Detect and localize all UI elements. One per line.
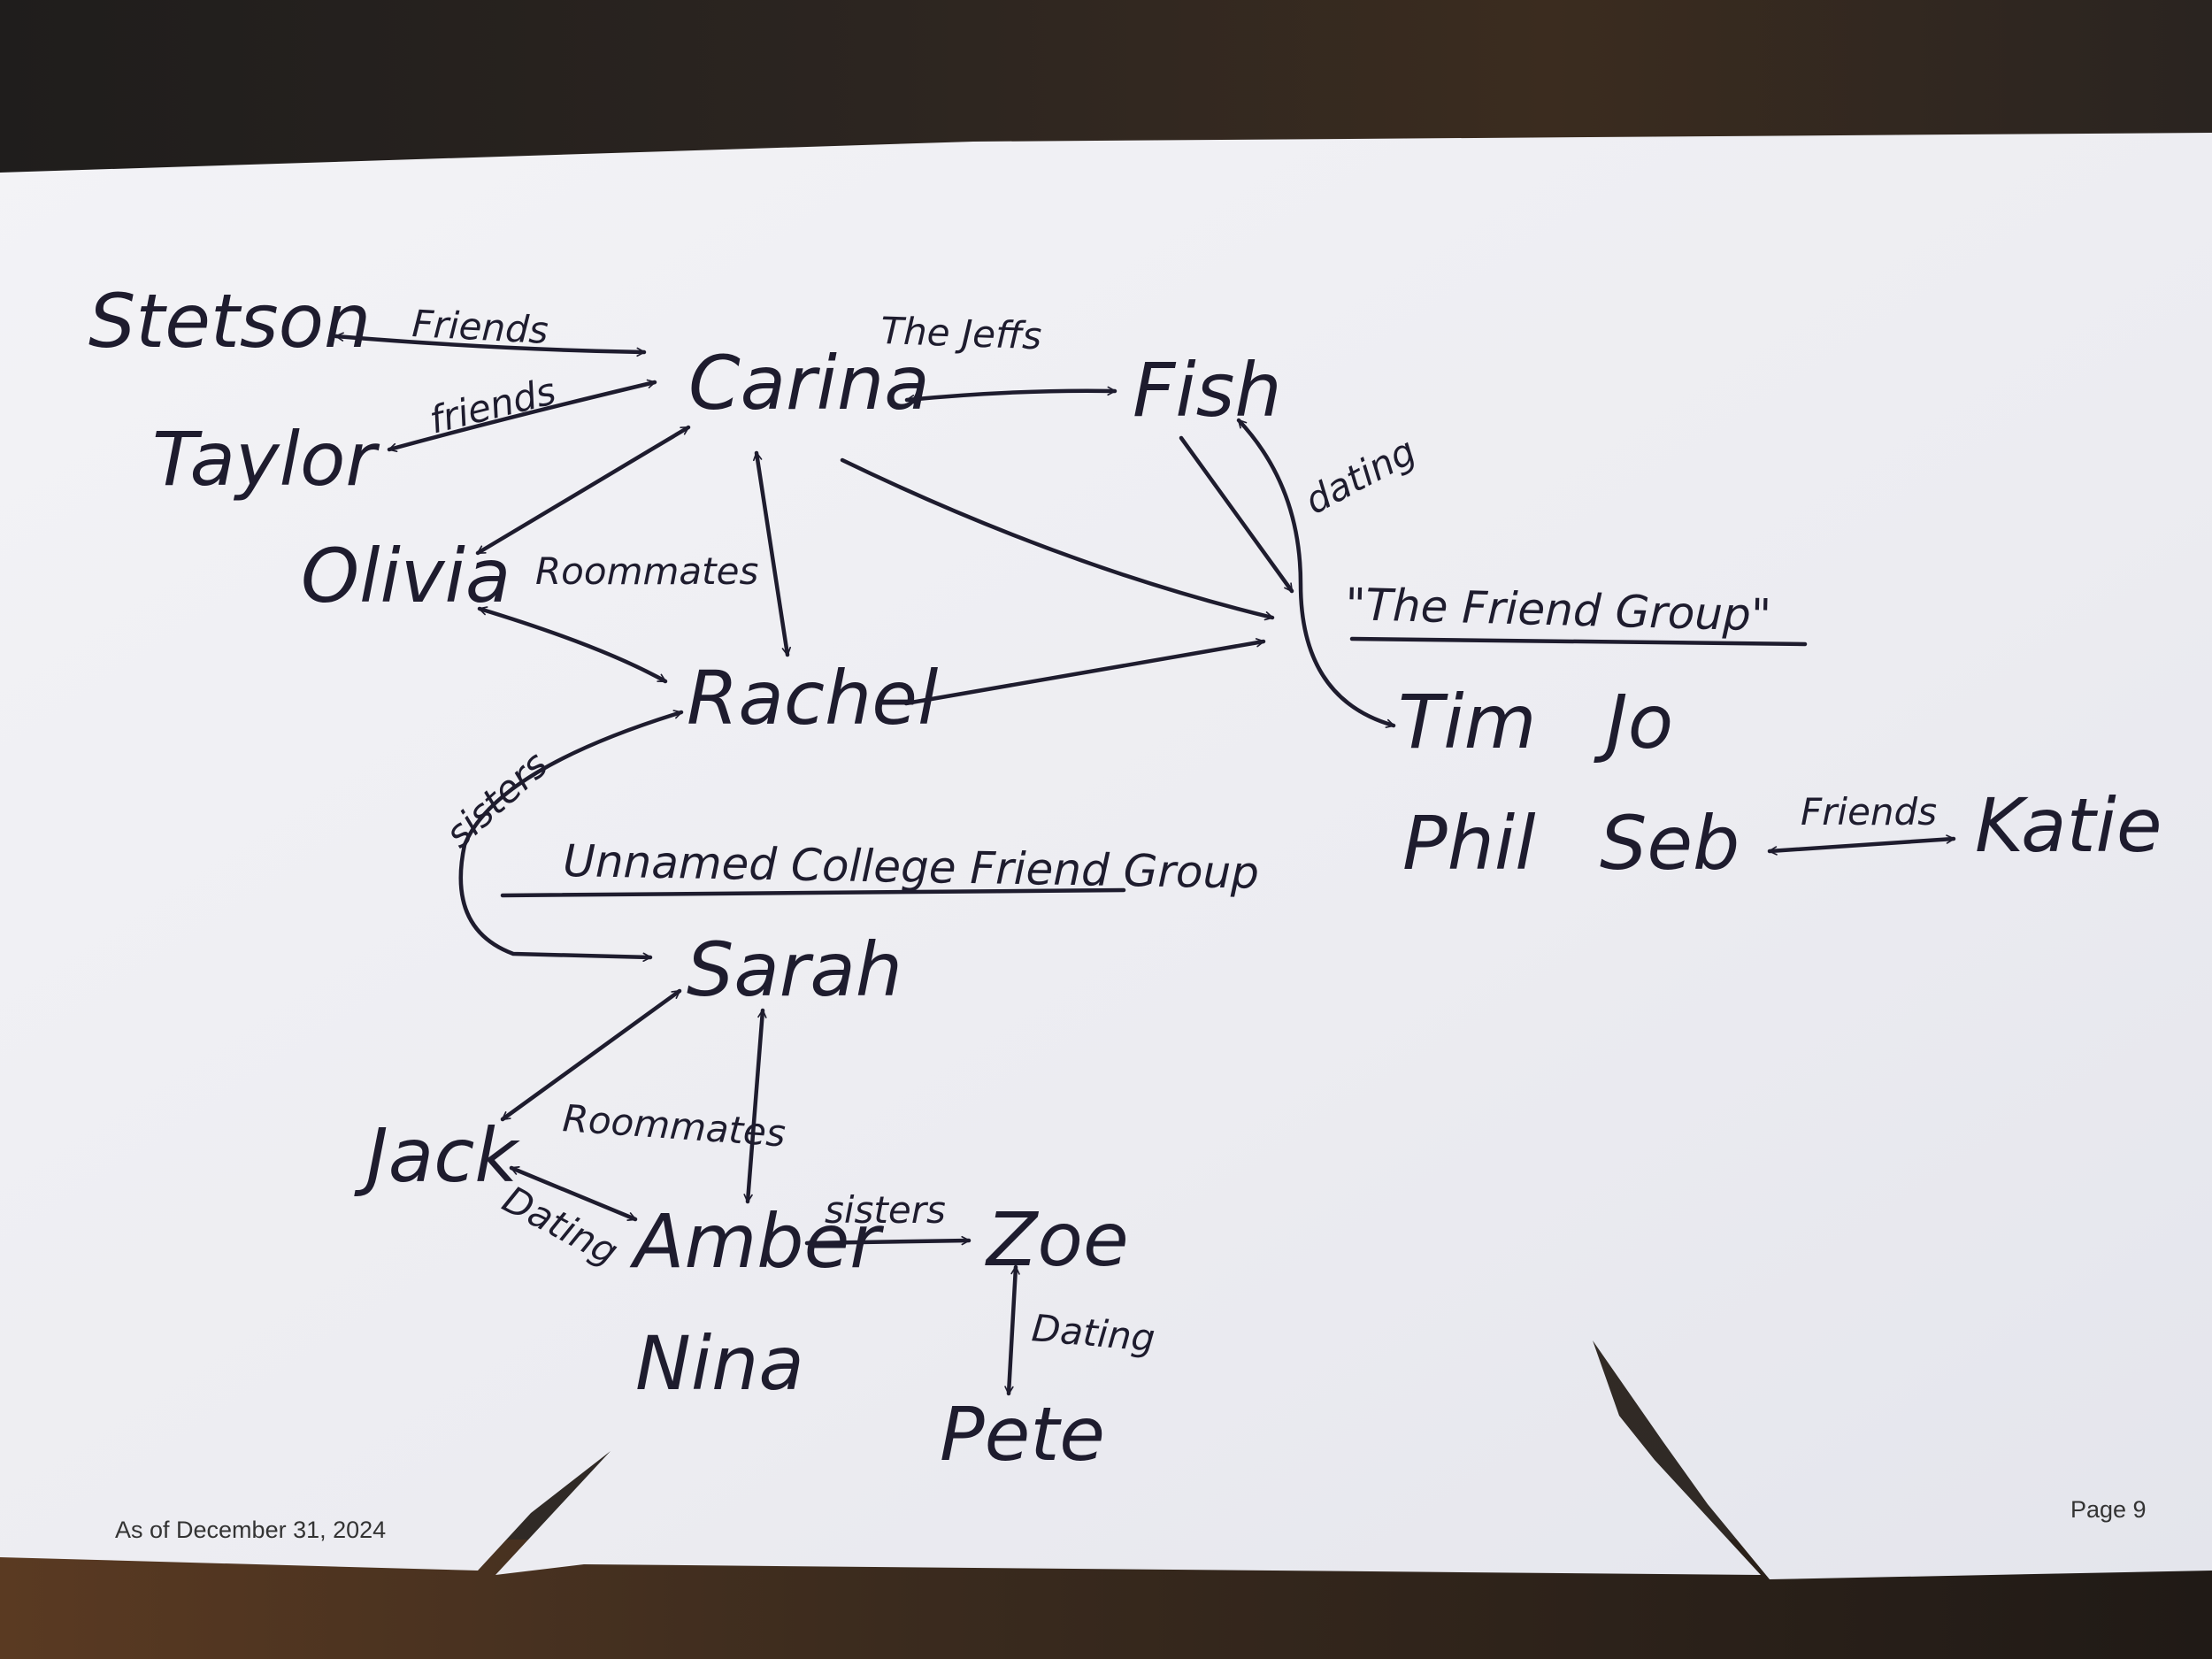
label-roommates-olivia-rachel: Roommates <box>535 549 758 593</box>
college-group-title: Unnamed College Friend Group <box>563 835 1260 899</box>
node-taylor: Taylor <box>152 416 380 503</box>
footer-date: As of December 31, 2024 <box>115 1517 386 1543</box>
node-sarah: Sarah <box>687 926 902 1013</box>
node-rachel: Rachel <box>687 655 938 741</box>
arrow-olivia-carina <box>475 425 691 556</box>
arrow-carina-fish <box>907 391 1115 400</box>
friend-group-underline <box>1349 636 1808 647</box>
arrow-stetson-carina <box>336 336 644 352</box>
arrow-sarah-amber <box>748 1010 763 1202</box>
arrow-jack-sarah <box>500 988 682 1122</box>
label-stetson-carina: Friends <box>411 302 549 352</box>
node-jo: Jo <box>1594 679 1673 765</box>
node-seb: Seb <box>1600 800 1740 887</box>
node-olivia: Olivia <box>301 533 511 619</box>
friend-group-title: "The Friend Group" <box>1345 579 1772 641</box>
node-nina: Nina <box>635 1320 804 1407</box>
connectors <box>336 336 1954 1394</box>
node-fish: Fish <box>1133 347 1282 434</box>
node-tim: Tim <box>1398 679 1536 765</box>
arrow-seb-katie <box>1770 839 1954 851</box>
arrow-carina-friendgroup <box>840 457 1275 618</box>
arrow-rachel-sarah <box>458 712 684 957</box>
college-group-underline <box>500 887 1126 898</box>
node-phil: Phil <box>1402 800 1536 887</box>
label-seb-katie-friends: Friends <box>1801 790 1937 833</box>
label-amber-zoe-sisters: sisters <box>825 1188 946 1232</box>
node-stetson: Stetson <box>88 278 371 365</box>
node-jack: Jack <box>354 1112 520 1199</box>
node-zoe: Zoe <box>985 1196 1129 1283</box>
arrow-rachel-friendgroup <box>903 641 1263 706</box>
arrow-fish-tim <box>1236 418 1396 726</box>
arrow-carina-rachel <box>757 453 787 655</box>
arrow-taylor-carina <box>387 382 657 449</box>
node-carina: Carina <box>688 340 930 426</box>
node-amber: Amber <box>629 1198 884 1285</box>
node-katie: Katie <box>1975 782 2162 869</box>
arrow-amber-zoe <box>807 1240 969 1243</box>
node-pete: Pete <box>940 1391 1105 1478</box>
label-zoe-pete-dating: Dating <box>1030 1306 1156 1360</box>
label-carina-fish: The Jeffs <box>880 309 1042 357</box>
arrow-olivia-rachel <box>477 609 668 684</box>
arrow-zoe-pete <box>1009 1267 1016 1394</box>
arrow-jack-amber <box>509 1165 638 1222</box>
footer-page: Page 9 <box>2070 1496 2147 1523</box>
